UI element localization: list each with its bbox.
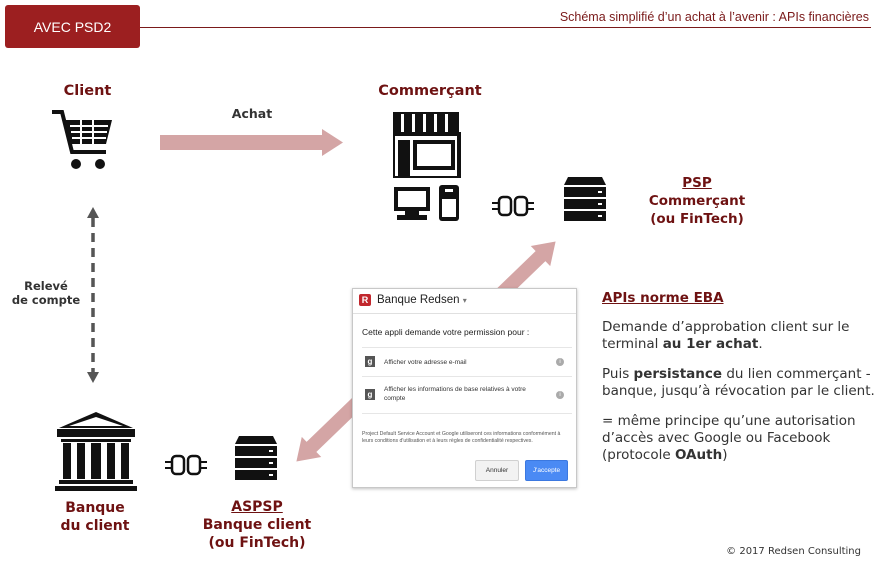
server-icon [235,436,277,480]
plug-connector-icon [492,195,534,217]
accept-button[interactable]: J'accepte [525,460,568,481]
statement-arrow [87,207,99,383]
purchase-arrow [160,129,343,156]
aspsp-arrow [296,397,363,462]
cancel-button[interactable]: Annuler [475,460,519,481]
permission-label: Afficher les informations de base relati… [384,386,526,402]
server-icon [564,177,606,221]
google-icon: g [365,389,375,400]
client-label: Client [63,83,112,99]
consent-dialog: R Banque Redsen ▾ Cette appli demande vo… [352,288,577,488]
permission-row[interactable]: g Afficher les informations de base rela… [362,376,572,414]
permission-label: Afficher votre adresse e-mail [384,359,467,366]
dialog-question: Cette appli demande votre permission pou… [362,327,530,337]
plug-connector-icon [165,454,207,476]
apis-paragraph: Demande d’approbation client sur le term… [602,319,850,352]
header-tag: AVEC PSD2 [5,5,140,48]
bank-label: Banque du client [60,500,130,534]
dialog-header: R Banque Redsen ▾ [353,289,576,314]
google-icon: g [365,356,375,367]
statement-label: Relevé de compte [11,279,81,307]
header-title: Schéma simplifié d’un achat à l’avenir :… [559,10,869,24]
merchant-label: Commerçant [378,83,482,99]
header-divider [140,27,871,28]
permission-row[interactable]: g Afficher votre adresse e-mail i [362,347,572,376]
apis-title: APIs norme EBA [602,290,724,306]
copyright: © 2017 Redsen Consulting [726,546,861,557]
apis-paragraph: = même principe qu’une autorisation d’ac… [602,413,856,463]
terminals-icon [394,185,459,221]
dialog-app-name[interactable]: Banque Redsen ▾ [377,294,467,306]
shopping-cart-icon [52,110,112,169]
psp-label: PSP Commerçant (ou FinTech) [648,175,746,227]
bank-building-icon [55,412,137,491]
dialog-footer-text: Project Default Service Account et Googl… [362,431,561,444]
purchase-label: Achat [231,106,273,121]
apis-description: APIs norme EBA Demande d’approbation cli… [602,290,877,477]
info-icon[interactable]: i [556,391,564,399]
bank-logo-icon: R [359,294,371,306]
apis-paragraph: Puis persistance du lien commerçant - ba… [602,366,875,399]
aspsp-label: ASPSP Banque client (ou FinTech) [202,499,312,551]
shop-icon [393,112,461,178]
info-icon[interactable]: i [556,358,564,366]
